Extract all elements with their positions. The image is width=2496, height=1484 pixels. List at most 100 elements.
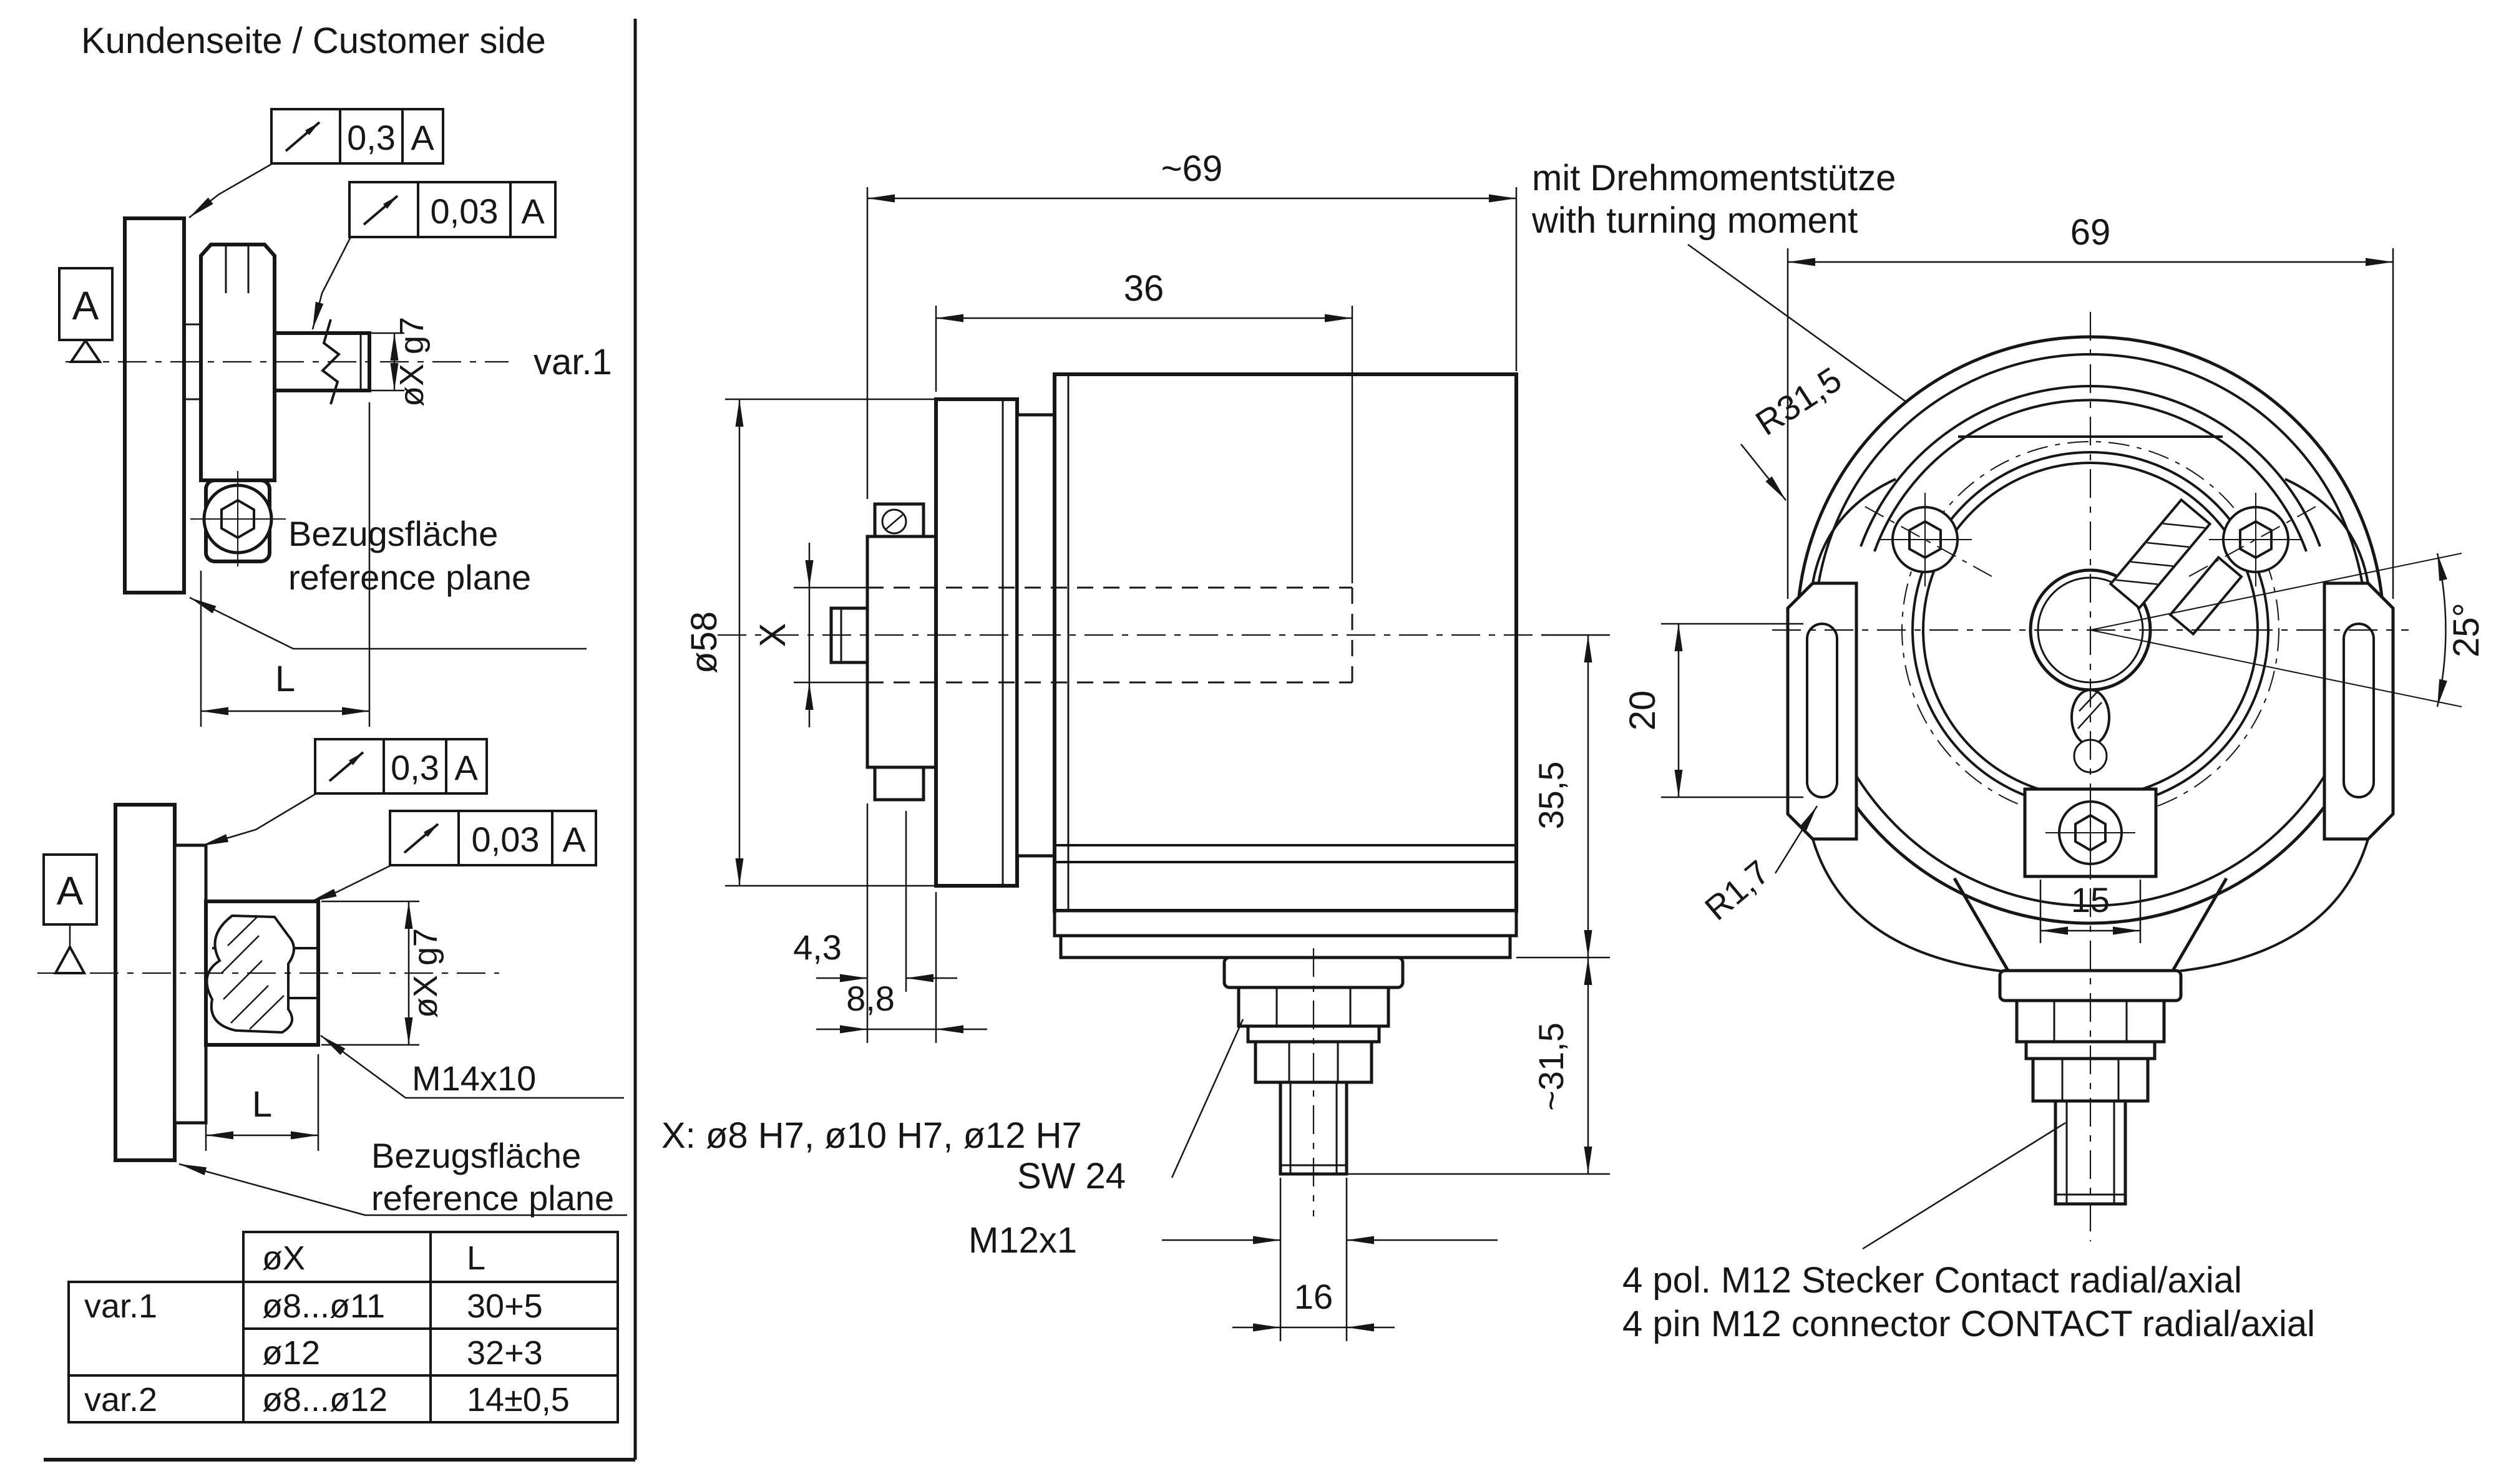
var1-flange-plate — [123, 216, 186, 594]
table-cell: 14±0,5 — [467, 1381, 570, 1419]
var2-tol-datum: A — [454, 748, 478, 787]
dim-width: 69 — [1787, 212, 2394, 599]
datum-label: A — [57, 868, 84, 913]
dim-diameter: ø58 — [684, 398, 936, 887]
var1-runout-fine-frame: 0,03 A — [311, 181, 557, 330]
dim-slot: 20 — [1622, 623, 1803, 798]
var2-runout-fine-frame: 0,03 A — [309, 810, 597, 903]
ref-plane-en: reference plane — [371, 1178, 614, 1218]
table-row-var: var.2 — [84, 1381, 157, 1419]
table-header-l: L — [467, 1239, 485, 1277]
radius-small-label: R1,7 — [1698, 853, 1777, 928]
dim-front-length: 36 — [935, 268, 1353, 583]
dim-315-label: ~31,5 — [1531, 1022, 1571, 1111]
thread-label: M12x1 — [968, 1220, 1077, 1261]
right-mounting-ear — [2323, 581, 2395, 841]
angle-dim: 25° — [2090, 553, 2487, 707]
dim-35-5: 35,5 — [1516, 634, 1610, 959]
runout-symbol-icon — [403, 823, 439, 854]
thread-callout: M12x1 — [968, 1178, 1498, 1341]
var1-tol-coarse: 0,3 — [347, 118, 396, 157]
var2-reference-plane-note: Bezugsfläche reference plane — [178, 1136, 627, 1218]
left-mounting-ear — [1786, 581, 1858, 841]
dim-16-label: 16 — [1294, 1277, 1333, 1316]
var1-tol-datum: A — [521, 192, 545, 231]
slot — [1806, 623, 1838, 798]
connector-note-en: 4 pin M12 connector CONTACT radial/axial — [1622, 1304, 2315, 1344]
runout-symbol-icon — [363, 195, 399, 226]
housing-body — [1053, 372, 1518, 913]
servo-flange — [934, 397, 1019, 888]
var1-length-dim: L — [200, 402, 371, 727]
flange-screw-right — [2209, 493, 2303, 586]
front-collar — [865, 535, 938, 769]
table-cell: ø12 — [262, 1334, 320, 1372]
var1-view: 0,3 A 0,03 A A — [58, 108, 612, 727]
side-view: ~69 36 ø58 X 4,3 — [661, 148, 1610, 1341]
dim-8-8: 8,8 — [816, 892, 987, 1043]
flange-screw-left — [1878, 493, 1972, 586]
var1-clamp-screw — [190, 471, 286, 566]
radius-big-label: R31,5 — [1748, 359, 1848, 443]
var2-length-label: L — [252, 1084, 272, 1125]
dim-width-label: 69 — [2070, 212, 2111, 253]
slot — [2342, 623, 2375, 798]
torque-bracket-boss — [2023, 787, 2158, 878]
var1-reference-plane-note: Bezugsfläche reference plane — [189, 514, 587, 650]
connector-stack — [1222, 948, 1405, 1216]
dim-total-label: ~69 — [1161, 148, 1222, 189]
var1-runout-frame: 0,3 A — [188, 108, 444, 218]
var1-label: var.1 — [534, 342, 612, 382]
table-row-var: var.1 — [84, 1288, 157, 1325]
var2-tol-datum: A — [562, 820, 586, 859]
radius-big-callout: R31,5 — [1740, 359, 1848, 501]
var2-thread-callout: M14x10 — [320, 1034, 624, 1099]
var2-datum-box: A — [42, 853, 98, 974]
datum-triangle-icon — [69, 338, 102, 363]
panel-title: Kundenseite / Customer side — [81, 21, 546, 61]
var2-spacer-plate — [173, 843, 208, 1125]
var2-runout-frame: 0,3 A — [200, 738, 488, 847]
var2-thread-label: M14x10 — [412, 1059, 536, 1098]
connector-note: 4 pol. M12 Stecker Contact radial/axial … — [1622, 1122, 2315, 1344]
variant-table: øX L var.1 ø8...ø11 30+5 ø12 32+3 var.2 … — [67, 1231, 619, 1423]
wrench-label: SW 24 — [1017, 1156, 1126, 1196]
var1-length-label: L — [275, 659, 295, 699]
table-header-x: øX — [262, 1239, 305, 1277]
var2-tol-coarse: 0,3 — [391, 748, 439, 787]
connector-note-de: 4 pol. M12 Stecker Contact radial/axial — [1622, 1260, 2242, 1301]
table-cell: ø8...ø12 — [262, 1381, 388, 1419]
var2-tol-fine: 0,03 — [472, 820, 540, 859]
dim-slot-label: 20 — [1622, 691, 1663, 731]
left-panel: Kundenseite / Customer side 0,3 A 0,03 A — [37, 19, 637, 1462]
front-view: mit Drehmomentstütze with turning moment — [1531, 158, 2487, 1344]
dim-4-3: 4,3 — [793, 803, 957, 1043]
clamp-element — [2108, 498, 2212, 610]
dim-88-label: 8,8 — [846, 979, 895, 1018]
var1-shaft — [273, 331, 371, 392]
dim-355-label: 35,5 — [1531, 762, 1571, 830]
bore-note: X: ø8 H7, ø10 H7, ø12 H7 — [661, 1115, 1082, 1156]
var1-tol-datum: A — [411, 118, 434, 157]
var2-clamp-spring — [205, 914, 295, 1034]
torque-note-de: mit Drehmomentstütze — [1532, 158, 1896, 198]
dim-front-label: 36 — [1124, 268, 1164, 309]
datum-label: A — [72, 283, 99, 328]
table-cell: 30+5 — [467, 1288, 543, 1325]
var2-flange-plate — [114, 803, 177, 1162]
dim-total-length: ~69 — [866, 148, 1518, 499]
datum-triangle-icon — [53, 944, 87, 974]
wrench-callout: SW 24 — [1017, 1019, 1244, 1196]
var1-tol-fine: 0,03 — [431, 192, 499, 231]
table-cell: 32+3 — [467, 1334, 543, 1372]
clamp-element-2 — [2168, 555, 2243, 636]
table-cell: ø8...ø11 — [262, 1288, 385, 1325]
angle-label: 25° — [2446, 603, 2487, 657]
ref-plane-de: Bezugsfläche — [288, 514, 498, 553]
var2-length-dim: L — [205, 1054, 319, 1151]
dim-31-5: ~31,5 — [1347, 958, 1610, 1175]
dim-diameter-label: ø58 — [684, 611, 724, 674]
ref-plane-en: reference plane — [288, 558, 531, 597]
runout-symbol-icon — [285, 121, 321, 152]
